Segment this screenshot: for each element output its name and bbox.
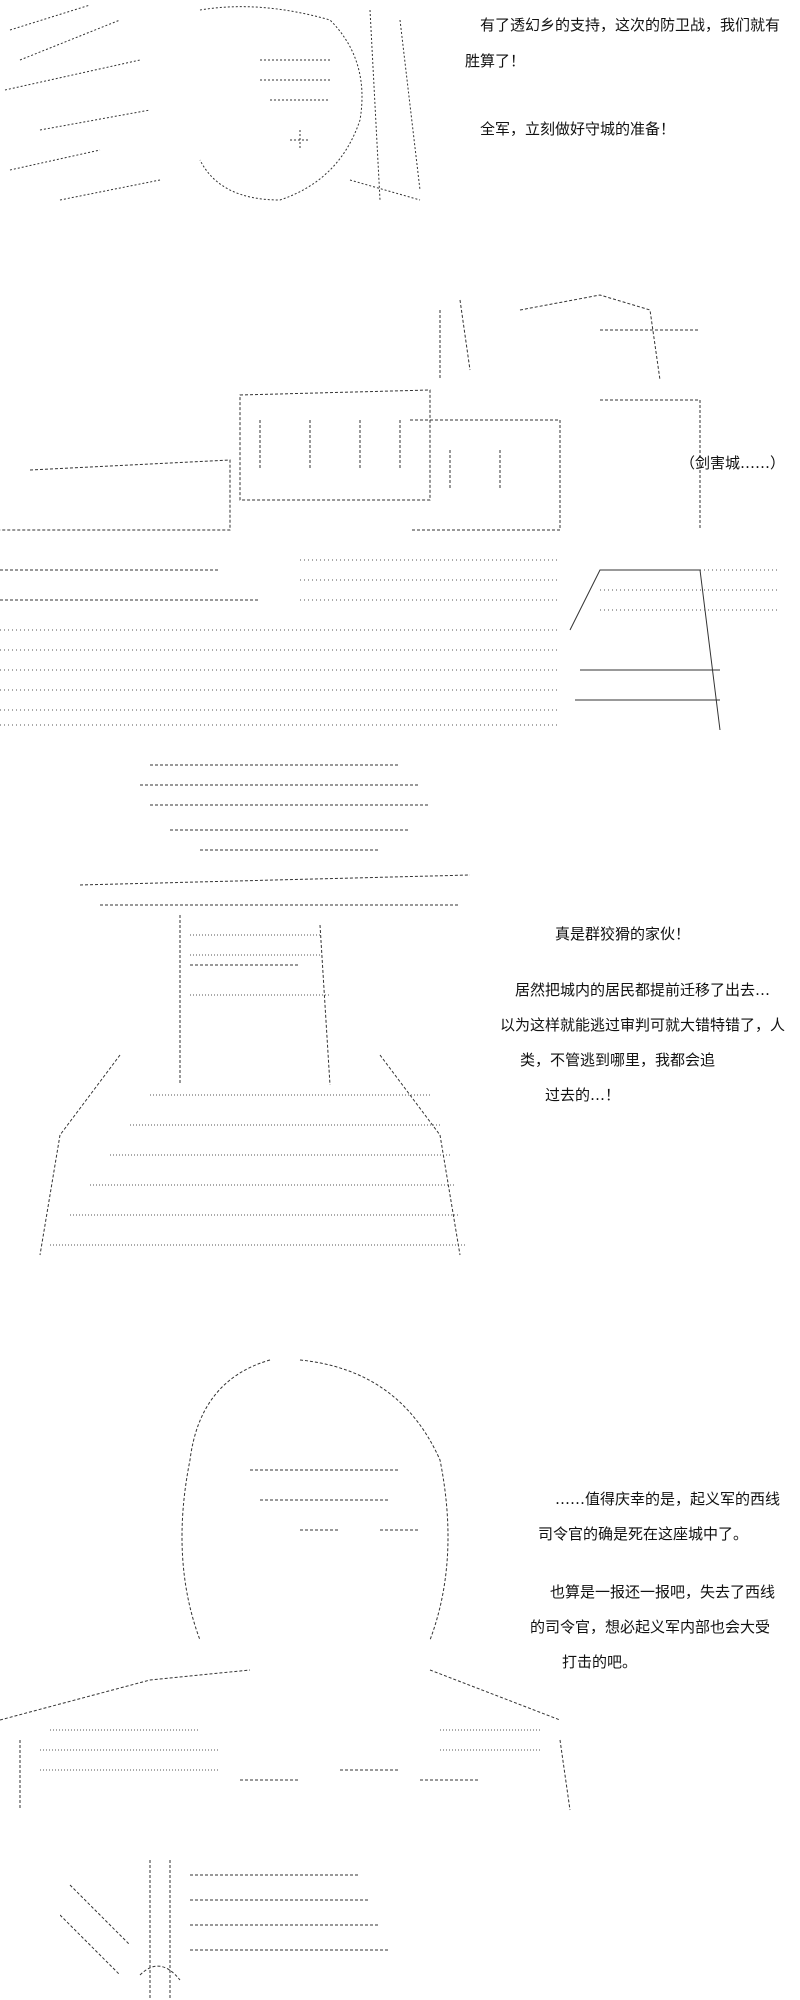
dialogue-line: 类，不管逃到哪里，我都会追 (520, 1051, 716, 1069)
dialogue-line: 的司令官，想必起义军内部也会大受 (530, 1618, 771, 1636)
dialogue-line: 打击的吧。 (562, 1653, 638, 1671)
dialogue-line: 以为这样就能逃过审判可就大错特错了，人 (500, 1016, 786, 1034)
dialogue-line: ……值得庆幸的是，起义军的西线 (555, 1490, 781, 1508)
ascii-art-castle (0, 270, 800, 740)
dialogue-line: 有了透幻乡的支持，这次的防卫战，我们就有 (480, 16, 781, 34)
dialogue-line: 真是群狡猾的家伙！ (555, 925, 691, 943)
panel-4: ……值得庆幸的是，起义军的西线 司令官的确是死在这座城中了。 也算是一报还一报吧… (0, 1340, 800, 1820)
panel-1: 有了透幻乡的支持，这次的防卫战，我们就有 胜算了！ 全军，立刻做好守城的准备！ (0, 0, 800, 240)
dialogue-line: 司令官的确是死在这座城中了。 (538, 1525, 749, 1543)
dialogue-line: 也算是一报还一报吧，失去了西线 (550, 1583, 776, 1601)
ascii-art-partial (60, 1855, 400, 2000)
ascii-art-villain (0, 755, 470, 1275)
ascii-art-character (0, 1340, 600, 1820)
dialogue-line: 全军，立刻做好守城的准备！ (480, 120, 676, 138)
dialogue-line: 过去的…！ (545, 1086, 621, 1104)
panel-5 (0, 1855, 800, 2000)
dialogue-line: 胜算了！ (465, 52, 526, 70)
dialogue-line: 居然把城内的居民都提前迁移了出去… (515, 981, 771, 999)
ascii-art-commander (0, 0, 440, 220)
dialogue-line: （剑害城……） (680, 454, 786, 472)
panel-2: （剑害城……） (0, 270, 800, 740)
panel-3: 真是群狡猾的家伙！ 居然把城内的居民都提前迁移了出去… 以为这样就能逃过审判可就… (0, 755, 800, 1280)
